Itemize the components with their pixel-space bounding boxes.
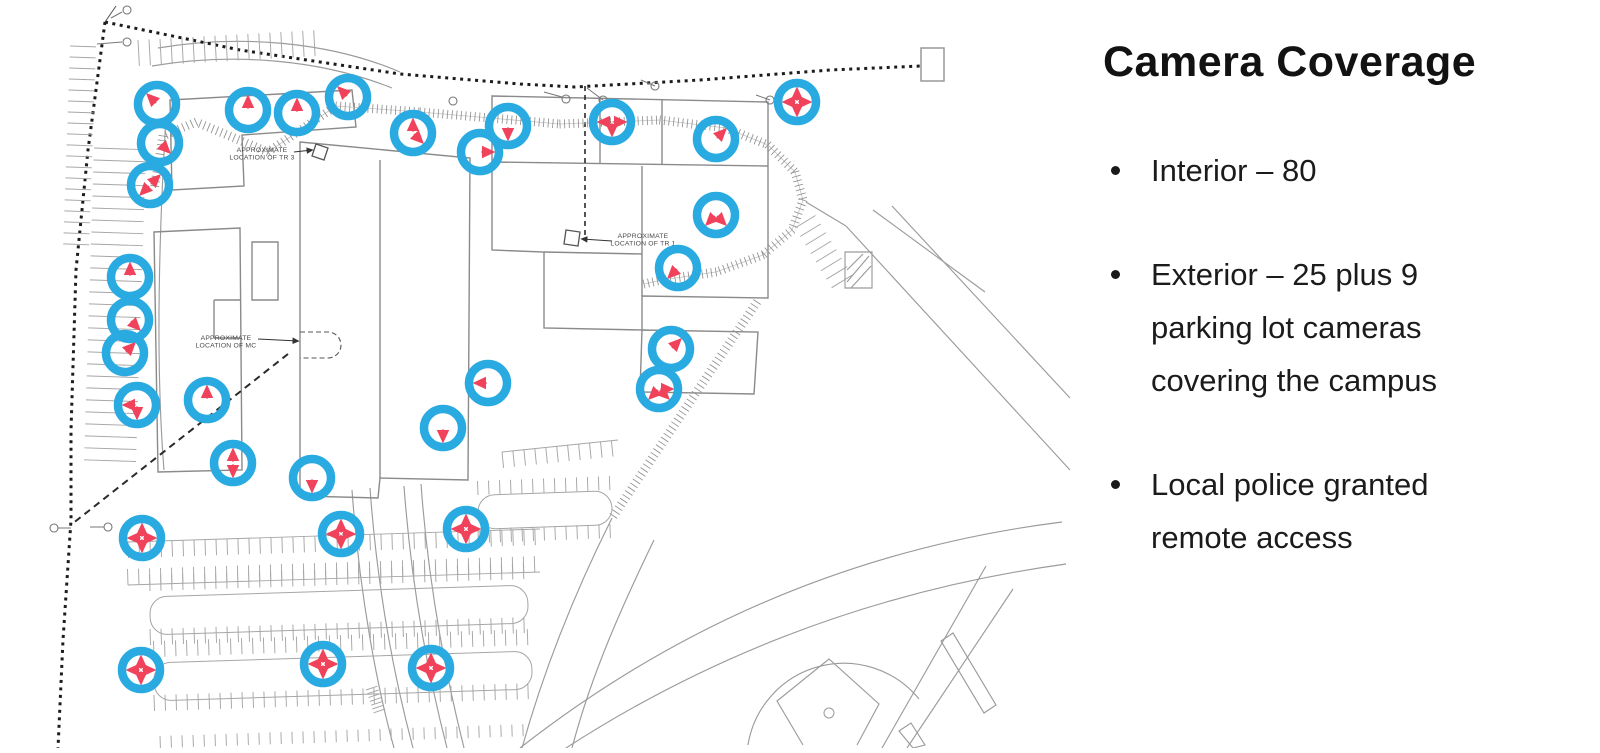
camera-marker: [317, 510, 365, 558]
camera-marker: [101, 329, 149, 377]
camera-marker: [456, 128, 504, 176]
camera-marker: [647, 325, 695, 373]
camera-marker: [484, 102, 532, 150]
camera-marker: [113, 381, 161, 429]
camera-marker: [183, 376, 231, 424]
bullet-text: Local police granted remote access: [1151, 467, 1429, 555]
bullet-text: Exterior – 25 plus 9 parking lot cameras…: [1151, 257, 1438, 398]
camera-marker: [224, 86, 272, 134]
camera-marker: [273, 89, 321, 137]
camera-marker: [773, 78, 821, 126]
camera-marker: [299, 640, 347, 688]
camera-markers: [101, 73, 821, 694]
bullet-item: Interior – 80: [1103, 144, 1523, 197]
bullet-icon: [1111, 270, 1120, 279]
bullet-list: Interior – 80 Exterior – 25 plus 9 parkin…: [1103, 144, 1523, 564]
camera-marker: [692, 115, 740, 163]
camera-marker: [106, 253, 154, 301]
camera-marker: [419, 404, 467, 452]
camera-marker: [136, 119, 184, 167]
bullet-icon: [1111, 166, 1120, 175]
plan-linework: [49, 5, 1071, 749]
slide-title: Camera Coverage: [1103, 38, 1477, 86]
camera-marker: [407, 644, 455, 692]
bullet-icon: [1111, 480, 1120, 489]
camera-marker: [635, 365, 683, 413]
camera-marker: [654, 244, 702, 292]
content-panel: Camera Coverage Interior – 80 Exterior – …: [1103, 36, 1573, 615]
camera-marker: [588, 98, 636, 146]
camera-marker: [692, 191, 740, 239]
bullet-item: Local police granted remote access: [1103, 458, 1523, 564]
camera-marker: [126, 161, 174, 209]
camera-marker: [118, 514, 166, 562]
bullet-item: Exterior – 25 plus 9 parking lot cameras…: [1103, 248, 1523, 407]
camera-marker: [389, 109, 437, 157]
bullet-text: Interior – 80: [1151, 153, 1317, 188]
camera-marker: [442, 505, 490, 553]
camera-marker: [117, 646, 165, 694]
camera-marker: [324, 73, 372, 121]
camera-marker: [288, 454, 336, 502]
camera-marker: [464, 359, 512, 407]
camera-marker: [209, 439, 257, 487]
